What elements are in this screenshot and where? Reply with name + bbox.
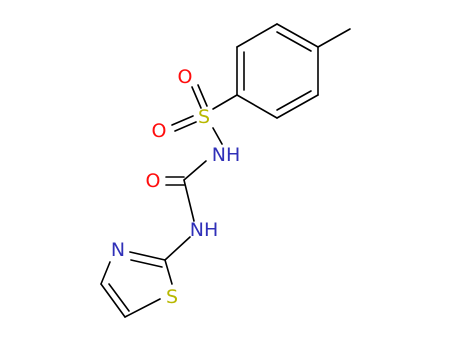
bond-c2-n3-a xyxy=(129,251,166,261)
bond-c5-s1 xyxy=(124,298,161,318)
bond-nh-thiazole xyxy=(164,236,191,261)
bond-ring-1 xyxy=(276,23,319,48)
bond-carbon-nh xyxy=(183,179,195,222)
bond-c4-c5-a xyxy=(100,283,126,318)
bond-ring-4 xyxy=(236,94,278,119)
bond-ring-5 xyxy=(276,94,319,119)
bond-so-bottom-a xyxy=(171,115,194,126)
atom-nh-urea: NH xyxy=(190,219,219,241)
bond-ring-1-inner xyxy=(276,31,312,52)
atom-nh-sulfonamide: NH xyxy=(212,144,241,166)
bond-ring-2 xyxy=(236,23,278,48)
bond-layer xyxy=(100,23,351,318)
atom-oxygen-carbonyl: O xyxy=(146,170,161,192)
atom-label-layer: O O S NH O NH N S xyxy=(111,66,240,308)
bond-so-top-a xyxy=(191,86,202,109)
bond-c4-c5-b xyxy=(108,283,130,312)
atom-oxygen-bottom: O xyxy=(152,120,167,142)
bond-ring-5-inner xyxy=(276,90,312,111)
bond-s1-c2 xyxy=(164,259,173,285)
bond-c2-n3-b xyxy=(130,259,163,268)
atom-sulfur-thiazole: S xyxy=(166,286,178,308)
bond-sulfur-nh xyxy=(212,127,223,145)
atom-sulfur-sulfonyl: S xyxy=(198,106,210,128)
bond-ring-sulfur xyxy=(212,94,238,110)
bond-methyl xyxy=(317,28,351,48)
atom-nitrogen-thiazole: N xyxy=(111,239,125,261)
atom-oxygen-top: O xyxy=(178,66,193,88)
bond-so-top-b xyxy=(197,84,208,107)
bond-n3-c4 xyxy=(100,261,111,285)
bond-nh-carbon xyxy=(183,160,207,181)
bond-so-bottom-b xyxy=(174,121,197,132)
